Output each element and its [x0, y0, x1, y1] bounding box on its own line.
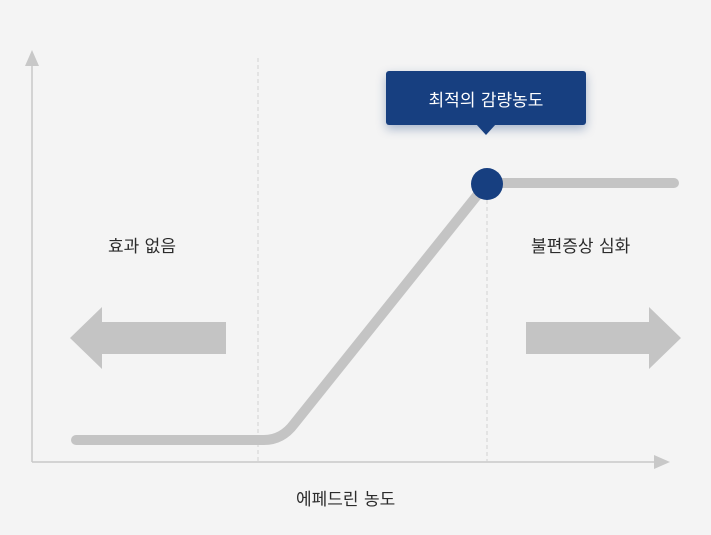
left-region-label: 효과 없음: [108, 237, 176, 257]
y-axis-arrowhead: [25, 50, 39, 66]
right-region-label: 불편증상 심화: [531, 237, 631, 257]
x-axis-label: 에페드린 농도: [296, 490, 396, 510]
left-arrow-icon: [70, 307, 226, 369]
optimal-point-label: 최적의 감량농도: [428, 90, 544, 111]
right-arrow-icon: [526, 307, 681, 369]
optimal-point-marker: [471, 168, 503, 200]
response-curve: [71, 178, 679, 445]
optimal-point-callout: 최적의 감량농도: [386, 71, 586, 125]
callout-pointer: [476, 124, 496, 135]
x-axis-arrowhead: [654, 455, 670, 469]
